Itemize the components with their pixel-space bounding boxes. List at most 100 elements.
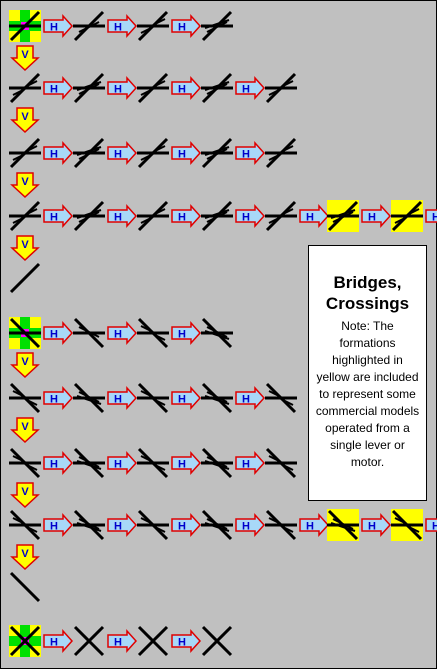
track-symbol [73,200,105,232]
v-arrow-shape [10,172,40,199]
v-label: V [21,49,29,61]
h-arrow-shape [171,451,202,475]
track-line [9,200,41,232]
h-label: H [114,149,122,161]
track-symbol [137,382,169,414]
h-arrow-shape [299,513,330,537]
track-symbol [201,625,233,657]
track-symbol [73,72,105,104]
track-symbol [137,10,169,42]
track-line [12,153,26,161]
v-arrow-shape [10,544,40,571]
track-line [268,455,282,463]
v-arrow: V [10,235,40,262]
h-arrow-shape [235,451,266,475]
track-line [140,455,154,463]
track-line [280,80,294,88]
h-label: H [50,459,58,471]
h-label: H [114,329,122,341]
h-label: H [306,521,314,533]
track-line [280,398,294,406]
track-line [204,81,230,91]
track-symbol [391,200,423,232]
track-line [206,21,228,33]
h-arrow: H [43,204,74,228]
track-symbol [201,382,233,414]
h-arrow: H [107,629,138,653]
h-arrow-shape [107,513,138,537]
track-line [280,208,294,216]
track-symbol [327,509,359,541]
track-symbol [327,200,359,232]
h-arrow: H [107,76,138,100]
track-line [9,571,41,603]
track-line [152,463,166,471]
h-arrow-shape [43,204,74,228]
track-symbol [391,509,423,541]
v-arrow: V [10,45,40,72]
track-symbol [137,200,169,232]
note-title-line1: Bridges, [333,273,402,292]
track-symbol [9,72,41,104]
h-label: H [178,329,186,341]
h-label: H [114,22,122,34]
h-arrow: H [171,141,202,165]
track-symbol [265,137,297,169]
h-arrow-shape [235,386,266,410]
track-symbol [265,509,297,541]
track-line [137,137,169,169]
track-line [140,88,154,96]
track-line [152,208,166,216]
track-line [280,145,294,153]
track-line [206,456,228,468]
track-symbol [73,447,105,479]
h-arrow-shape [171,321,202,345]
track-line [152,333,166,341]
h-label: H [50,212,58,224]
track-line [140,26,154,34]
h-label: H [178,212,186,224]
track-symbol [9,509,41,541]
h-arrow-shape [235,141,266,165]
track-line [9,262,41,294]
track-line [206,211,228,223]
v-arrow-shape [10,352,40,379]
track-line [137,625,169,657]
h-arrow: H [43,76,74,100]
track-line [265,200,297,232]
track-line [78,456,100,468]
track-line [78,391,100,403]
track-line [268,153,282,161]
track-line [204,522,230,532]
track-line [137,317,169,349]
track-line [137,382,169,414]
h-arrow: H [171,76,202,100]
h-arrow: H [107,14,138,38]
v-arrow-shape [10,417,40,444]
track-line [140,390,154,398]
note-title-line2: Crossings [325,294,410,313]
h-arrow-shape [43,451,74,475]
track-symbol [9,262,41,294]
track-symbol [73,625,105,657]
note-title: Bridges, Crossings [313,272,422,314]
h-arrow: H [235,141,266,165]
v-label: V [21,421,29,433]
track-line [204,209,230,219]
h-arrow: H [171,204,202,228]
track-line [9,625,41,657]
h-arrow-shape [235,204,266,228]
track-line [140,153,154,161]
track-line [332,518,354,530]
h-arrow-shape [107,451,138,475]
track-line [9,317,41,349]
h-arrow: H [235,204,266,228]
track-line [78,211,100,223]
track-line [137,200,169,232]
h-label: H [178,22,186,34]
track-symbol [73,137,105,169]
h-arrow: H [361,513,392,537]
h-arrow: H [171,629,202,653]
h-arrow: H [43,513,74,537]
